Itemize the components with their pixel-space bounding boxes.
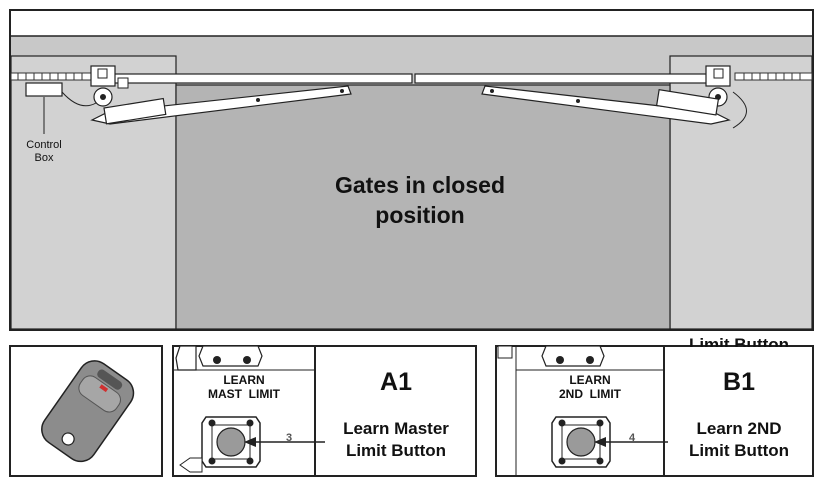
right-fence <box>734 72 813 81</box>
panel-a-description-line1: Learn Master <box>343 419 449 438</box>
panel-b-description-line2: Limit Button <box>688 441 790 460</box>
panel-a-callout-number: 3 <box>285 432 293 444</box>
right-gate-operator <box>481 65 747 129</box>
center-caption-line2: position <box>375 202 465 228</box>
remote-control-icon <box>41 360 135 463</box>
center-caption: Gates in closed position <box>270 170 570 230</box>
left-gate-leaf <box>111 73 413 84</box>
panel-a-button-label-line2: MAST LIMIT <box>208 387 280 401</box>
panel-b-description-line1: Learn 2ND <box>696 419 782 438</box>
panel-b-button-label: LEARN 2ND LIMIT <box>516 373 664 401</box>
driveway <box>175 84 671 330</box>
left-gate-operator <box>90 65 352 125</box>
control-box <box>25 82 63 97</box>
panel-b-top-cut-text: Limit Button <box>688 335 790 347</box>
panel-b-description: Learn 2ND Limit Button <box>667 418 811 462</box>
right-gate-leaf <box>414 73 716 84</box>
gate-diagram <box>9 9 814 331</box>
control-box-label: Control Box <box>20 139 68 165</box>
panel-b <box>495 345 814 477</box>
panel-a-description-line2: Limit Button <box>345 441 447 460</box>
left-fence <box>10 72 92 81</box>
panel-b-button-label-line1: LEARN <box>569 373 611 387</box>
center-caption-line1: Gates in closed <box>334 172 505 198</box>
panel-a-button-label: LEARN MAST LIMIT <box>176 373 312 401</box>
panel-a-description: Learn Master Limit Button <box>318 418 474 462</box>
panel-b-button-graphic <box>515 345 668 476</box>
panel-b-step-label: B1 <box>723 368 755 396</box>
panel-a-step-label: A1 <box>380 368 412 396</box>
left-post-area <box>10 55 177 330</box>
panel-b-button-label-line2: 2ND LIMIT <box>559 387 621 401</box>
control-box-label-line2: Box <box>34 152 54 164</box>
panel-a-button-graphic <box>173 345 325 473</box>
panel-a-button-label-line1: LEARN <box>223 373 265 387</box>
panel-b-callout-number: 4 <box>628 432 636 444</box>
control-box-label-line1: Control <box>26 139 62 151</box>
